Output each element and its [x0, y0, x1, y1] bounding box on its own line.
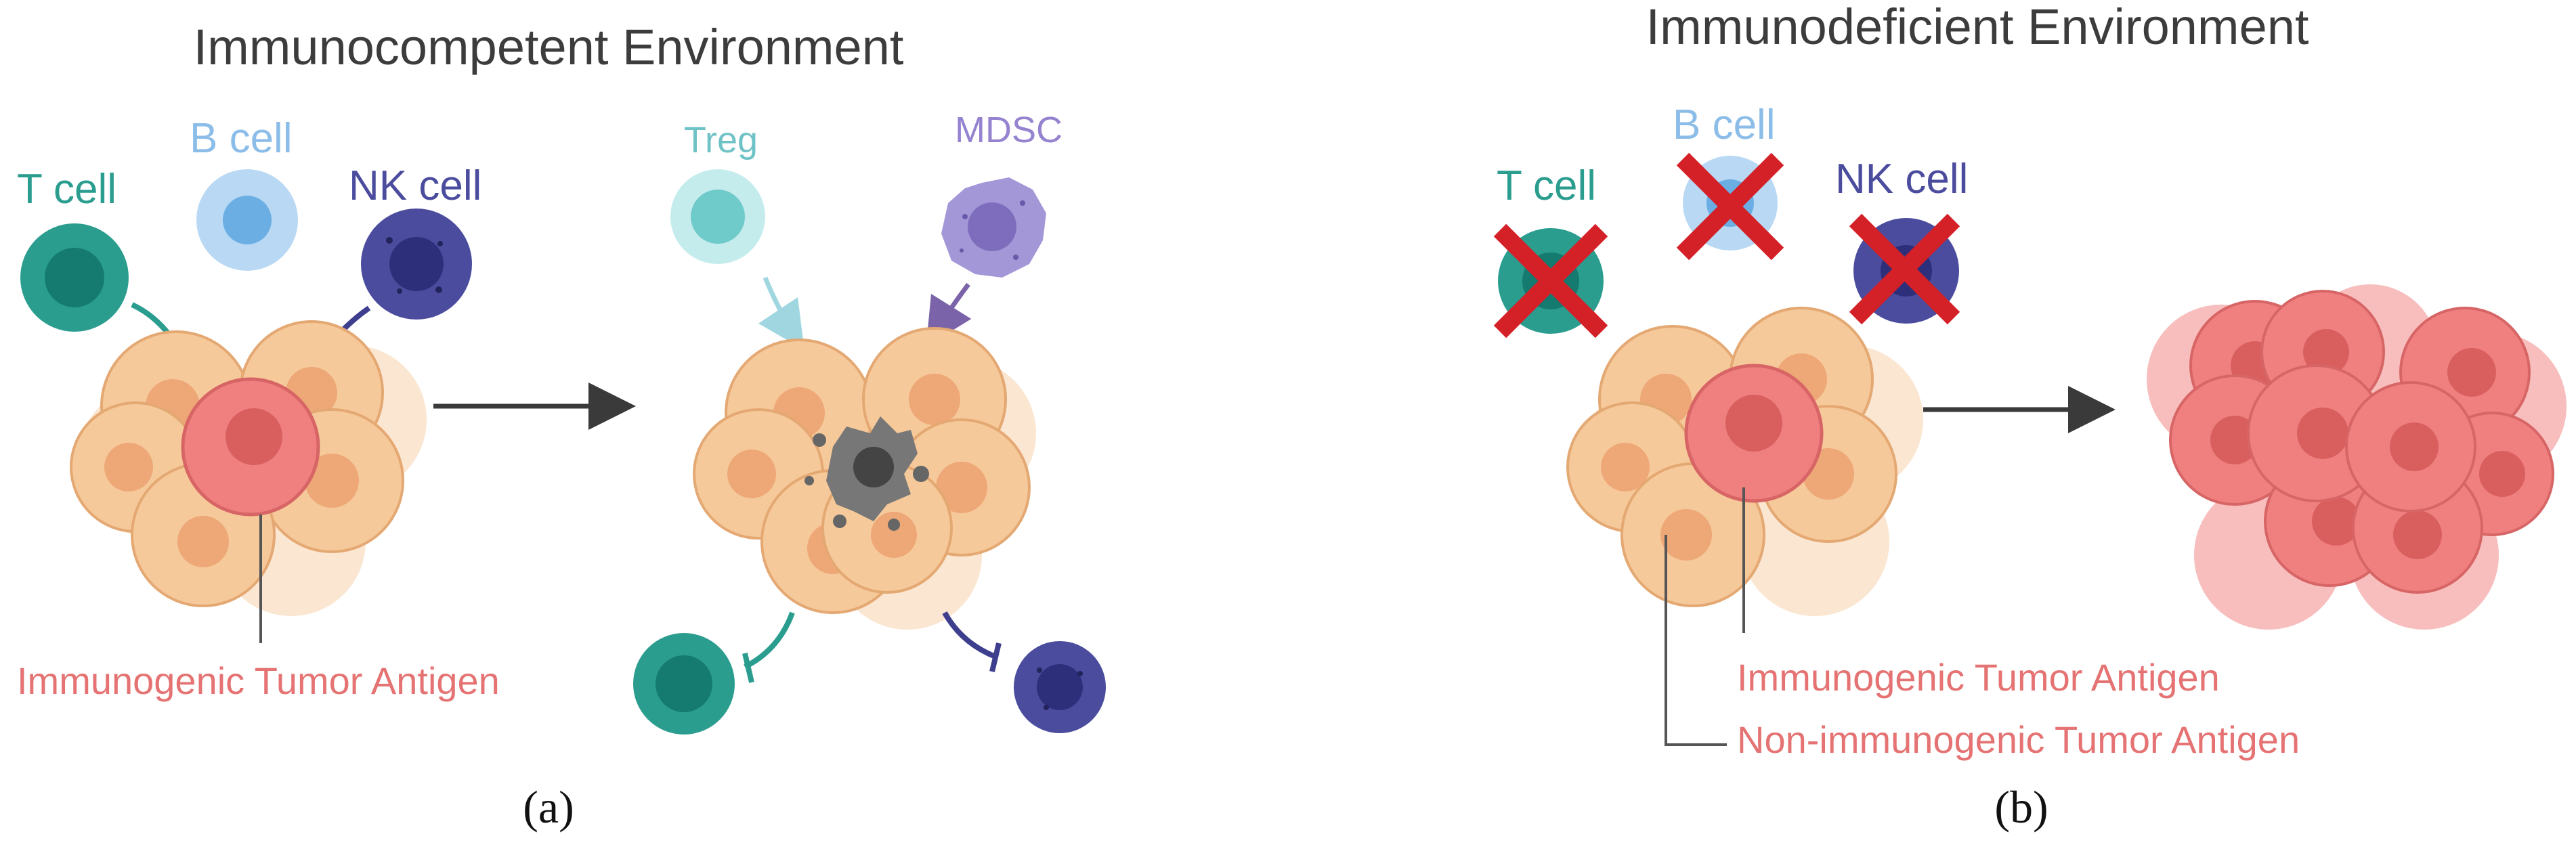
t-cell-suppressed	[633, 633, 735, 735]
nk-cell	[361, 209, 472, 320]
nk-cell-label-b: NK cell	[1835, 156, 1968, 202]
treg-label: Treg	[684, 120, 758, 160]
immunogenic-label-b: Immunogenic Tumor Antigen	[1737, 656, 2220, 699]
panel-a-title: Immunocompetent Environment	[194, 19, 904, 75]
t-cell-label: T cell	[17, 166, 116, 213]
mdsc-cell	[941, 177, 1046, 278]
tumor-mass-b	[2147, 284, 2567, 630]
cross-icon-nk-cell	[1849, 213, 1960, 325]
t-cell-label-b: T cell	[1497, 162, 1596, 209]
nk-cell-suppressed-line	[942, 611, 997, 659]
mdsc-label: MDSC	[955, 110, 1062, 150]
treg-cell	[670, 169, 765, 264]
panel-a-caption: (a)	[523, 781, 574, 833]
panel-b-caption: (b)	[1994, 781, 2048, 833]
panel-b: Immunodeficient Environment T cell B cel…	[1493, 0, 2567, 833]
nk-cell-suppressed	[1014, 641, 1106, 733]
b-cell-label: B cell	[190, 115, 293, 162]
non-immunogenic-pointer-b	[1665, 535, 1727, 746]
cross-icon-b-cell	[1676, 152, 1784, 261]
b-cell-label-b: B cell	[1673, 102, 1776, 148]
tumor-cluster-b	[1566, 307, 1923, 616]
panel-a: Immunocompetent Environment T cell B cel…	[17, 19, 1106, 833]
cross-icon-t-cell	[1493, 223, 1608, 338]
antigen-label-a: Immunogenic Tumor Antigen	[17, 659, 500, 702]
treg-arrow	[758, 276, 804, 350]
non-immunogenic-label-b: Non-immunogenic Tumor Antigen	[1737, 718, 2300, 761]
tumor-cluster-a-eliminated	[693, 327, 1036, 630]
tumor-cluster-a	[70, 320, 427, 616]
panel-b-title: Immunodeficient Environment	[1646, 0, 2309, 55]
b-cell	[196, 169, 298, 271]
t-cell-suppressed-line	[744, 611, 795, 670]
t-cell	[20, 223, 129, 332]
nk-cell-label: NK cell	[349, 162, 481, 209]
